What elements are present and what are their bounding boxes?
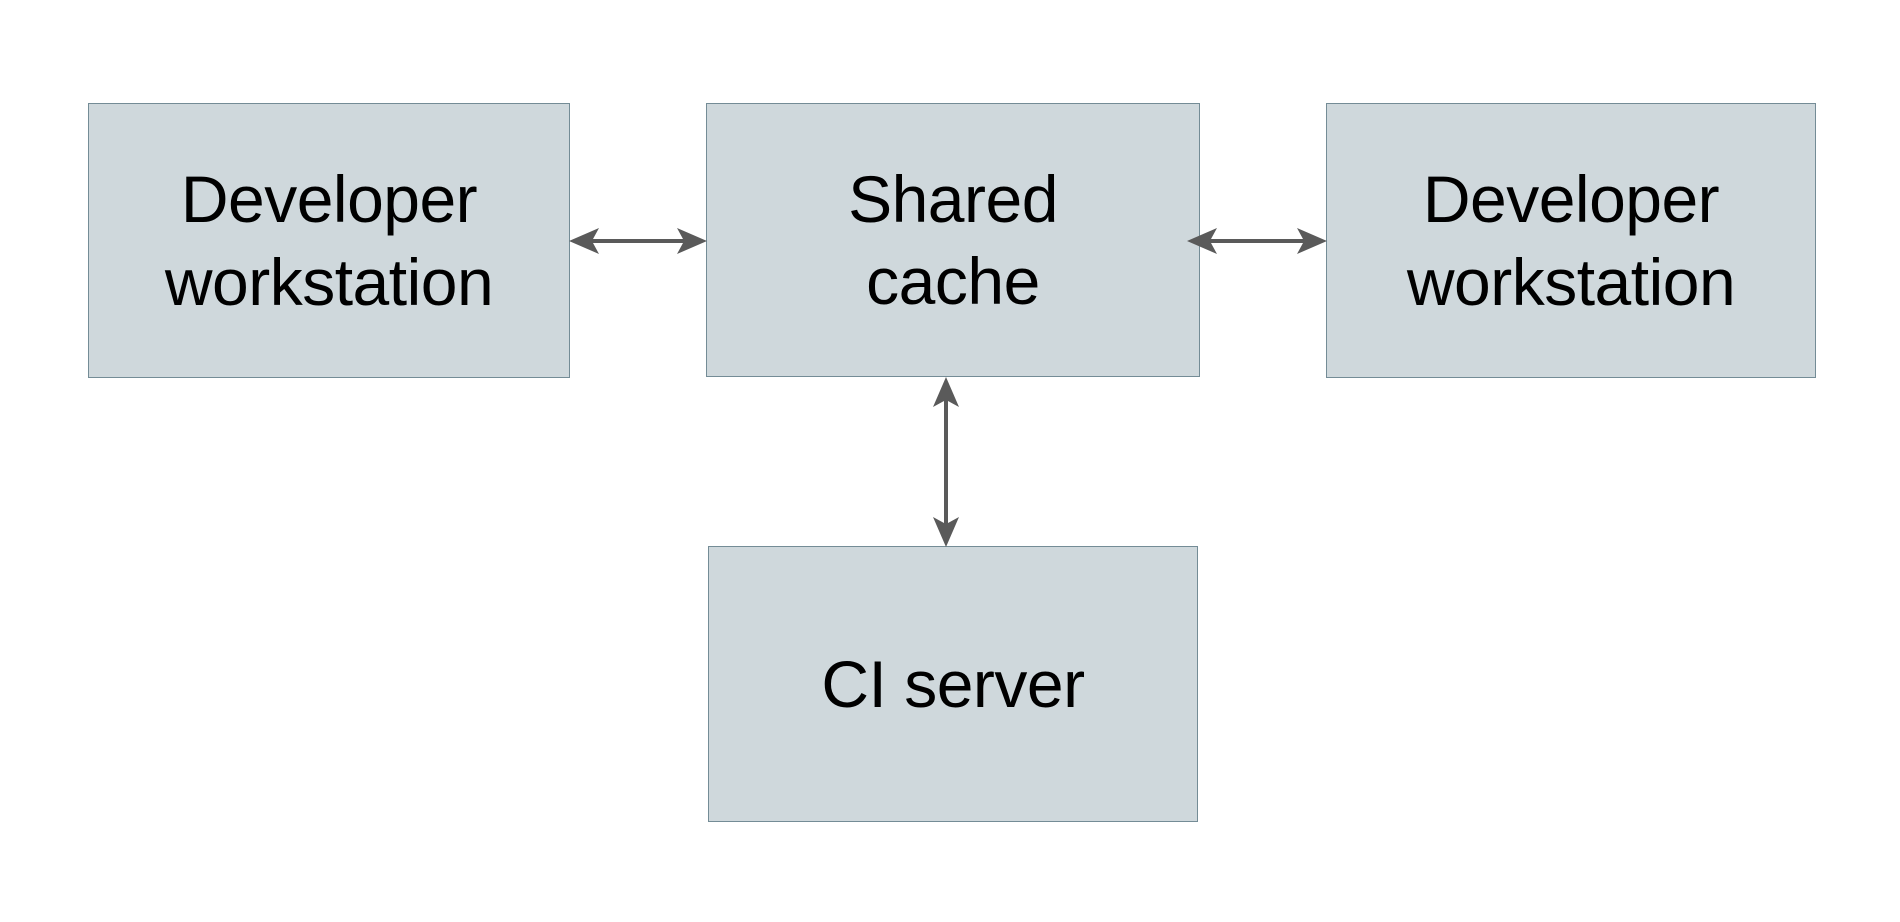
double-arrow-icon	[933, 377, 959, 547]
edge-left-workstation-shared-cache[interactable]	[569, 225, 707, 257]
node-developer-workstation-right[interactable]: Developer workstation	[1326, 103, 1816, 378]
node-label: CI server	[821, 646, 1085, 721]
double-arrow-icon	[1187, 228, 1327, 254]
node-label: Developer workstation	[1406, 162, 1736, 319]
node-ci-server[interactable]: CI server	[708, 546, 1198, 822]
node-developer-workstation-left[interactable]: Developer workstation	[88, 103, 570, 378]
edge-shared-cache-right-workstation[interactable]	[1187, 225, 1327, 257]
node-shared-cache[interactable]: Shared cache	[706, 103, 1200, 377]
double-arrow-icon	[569, 228, 707, 254]
edge-shared-cache-ci-server[interactable]	[930, 377, 962, 547]
node-label: Shared cache	[848, 161, 1058, 319]
node-label: Developer workstation	[164, 162, 494, 319]
